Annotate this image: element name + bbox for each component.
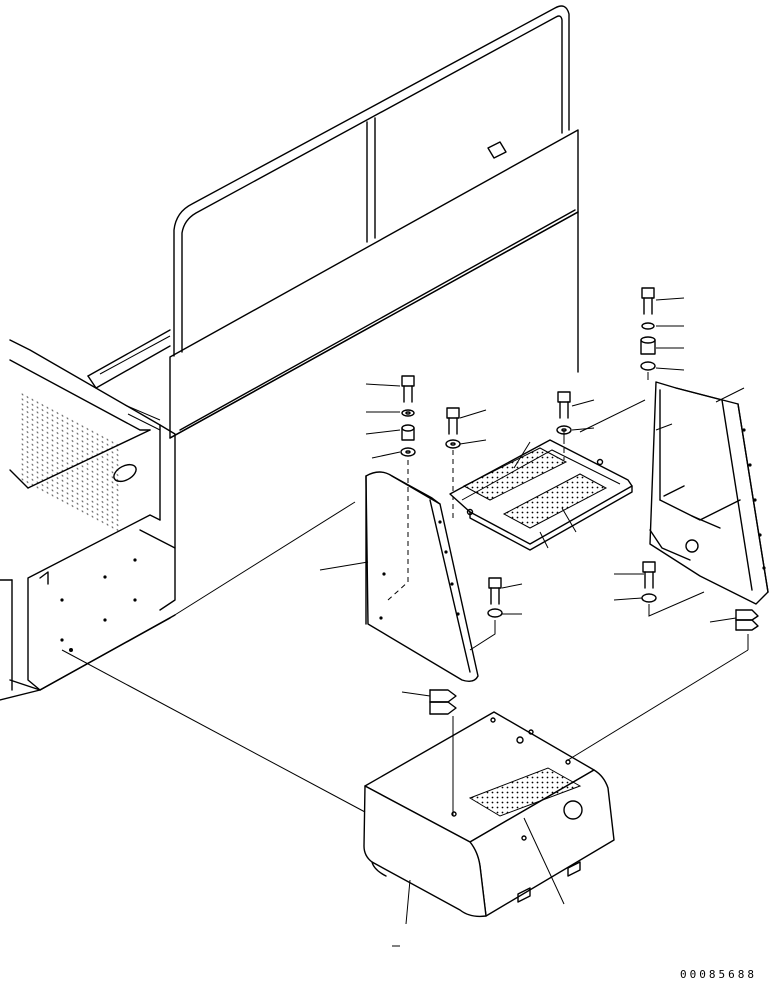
bolt-stack-right [640, 287, 656, 371]
leader-lines [319, 297, 745, 947]
bolt-stack-lower-left [487, 577, 503, 618]
step-plate [449, 430, 633, 551]
machine-body [0, 339, 176, 701]
drawing-number: 00085688 [680, 968, 757, 981]
step-bracket-left [365, 450, 479, 683]
assembly-lines [61, 372, 749, 816]
bolt-stack-plate [556, 391, 572, 435]
clip-right [735, 609, 759, 631]
cover-box [363, 711, 615, 918]
bolt-stack-lower-right [641, 561, 657, 603]
clip-left [429, 689, 457, 715]
bolt-stack-left [400, 375, 416, 457]
bolt-stack-middle [445, 407, 461, 449]
step-bracket-right [649, 381, 769, 605]
handrail-assembly [87, 5, 579, 439]
